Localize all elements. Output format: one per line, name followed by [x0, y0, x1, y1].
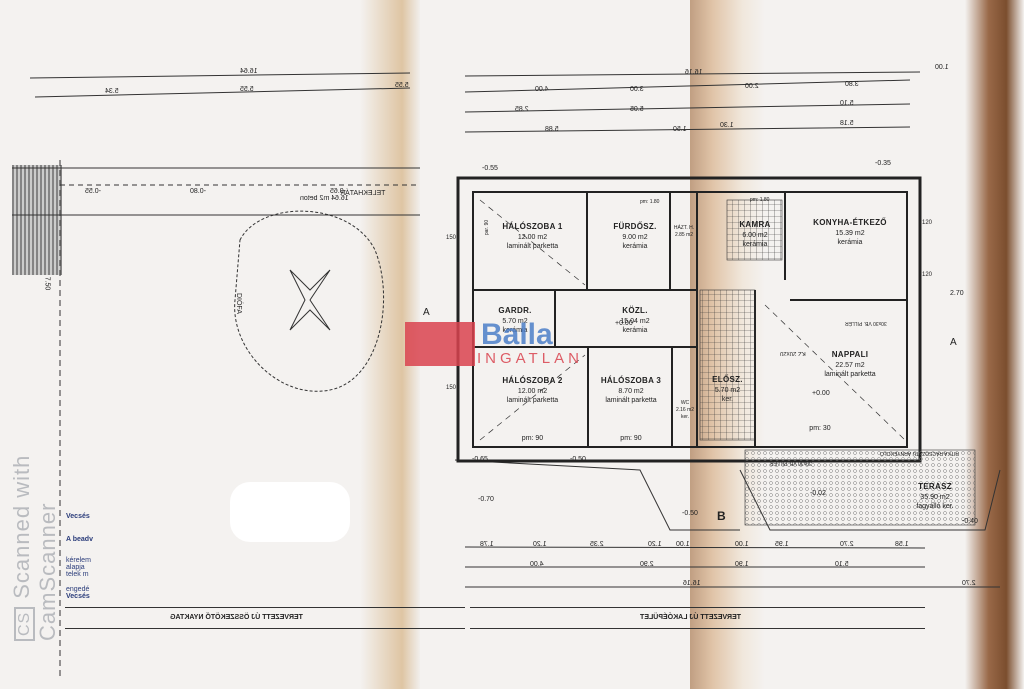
room-haztartasi: HÁZT. H.2.85 m2 [673, 225, 695, 238]
dim: 5.55 [395, 82, 409, 89]
dim: 1.50 [673, 126, 687, 133]
dim: 5.18 [840, 120, 854, 127]
dim-top-total-right: 16.16 [685, 69, 703, 76]
level-mark: -0.40 [962, 518, 978, 525]
dim: 5.10 [840, 100, 854, 107]
label-shading: RITKA RÁCSOZATÚ ÁRNYÉKOLÓ [880, 450, 959, 456]
level-mark: -0.50 [682, 510, 698, 517]
level-mark: -0.55 [482, 165, 498, 172]
level-mark: -0.70 [478, 496, 494, 503]
dimension-lines [29, 71, 1000, 680]
level-mark: -0.65 [472, 456, 488, 463]
label-paving: 16.64 m2 beton [300, 195, 349, 202]
dim: 2.70 [840, 541, 854, 548]
room-furdo-note: pm: 1.80 [640, 199, 660, 205]
section-marker-a-right: A [950, 337, 957, 348]
band-nyaktag [65, 607, 465, 629]
dim: 5.34 [105, 88, 119, 95]
dim: 1.00 [935, 64, 949, 71]
dim: 2.35 [590, 541, 604, 548]
dim: 4.00 [530, 561, 544, 568]
dim-bottom-right: 2.70 [962, 580, 976, 587]
dim-side: 7.50 [43, 276, 51, 291]
dim-side: 2.70 [950, 290, 964, 297]
dim: 1.90 [735, 561, 749, 568]
band-label-nyaktag: TERVEZETT ÚJ ÖSSZEKÖTŐ NYAKTAG [170, 614, 303, 621]
room-kamra-note: pm: 1.80 [750, 197, 770, 203]
dim: 1.30 [720, 122, 734, 129]
dim-side: 150 [446, 385, 457, 391]
dim-side: 150 [446, 235, 457, 241]
dim-side: 120 [922, 272, 933, 278]
section-marker-b: B [717, 509, 726, 523]
side-notes: Vecsés A beadv kérelem alapja telek m en… [66, 513, 93, 600]
dim: 3.00 [630, 86, 644, 93]
balla-ingatlan-logo: Balla INGATLAN [405, 318, 623, 368]
dim-bottom-total: 16.16 [683, 580, 701, 587]
level-mark: -0.80 [190, 188, 206, 195]
level-mark: -0.35 [875, 160, 891, 167]
dim: 5.55 [240, 86, 254, 93]
label-diofa: DIÓFA [235, 292, 243, 315]
dim: 1.00 [676, 541, 690, 548]
dim: 3.80 [845, 81, 859, 88]
dim: 1.95 [775, 541, 789, 548]
tile-hatching [699, 199, 976, 526]
dim: 2.00 [745, 83, 759, 90]
level-mark: -0.02 [810, 490, 826, 497]
section-marker-a-left: A [423, 307, 430, 318]
walls [456, 176, 922, 463]
label-kz: KZ 20x20 [780, 350, 806, 356]
dim: 1.20 [648, 541, 662, 548]
dim: 1.58 [895, 541, 909, 548]
dim: 2.90 [640, 561, 654, 568]
house-icon [405, 322, 475, 366]
dim: 1.78 [480, 541, 494, 548]
band-label-lakoepulet: TERVEZETT ÚJ LAKÓÉPÜLET [640, 614, 741, 621]
level-zero-1: +0.00 [615, 320, 633, 327]
dim-top-total-left: 16.64 [240, 68, 258, 75]
camscanner-watermark: CSScanned with CamScanner [9, 454, 60, 641]
level-mark: -0.65 [330, 188, 346, 195]
band-lakoepulet [470, 607, 925, 629]
dim: 4.00 [535, 86, 549, 93]
dim: 1.20 [533, 541, 547, 548]
room-halo1-note: par. 90 [484, 219, 491, 236]
dim: 5.10 [835, 561, 849, 568]
label-pillar-2: 30x30 VB. PILLÉR [845, 320, 887, 326]
level-mark: -0.50 [570, 456, 586, 463]
dim: 5.05 [630, 106, 644, 113]
label-pillar: 30x30 VB. PILLÉR [770, 460, 812, 466]
camscanner-badge: CS [14, 606, 35, 641]
dim: 2.85 [515, 106, 529, 113]
room-diagonals [479, 199, 906, 441]
dim-side: 120 [922, 220, 933, 226]
dim: 5.88 [545, 126, 559, 133]
level-mark: -0.55 [85, 188, 101, 195]
dim: 1.00 [735, 541, 749, 548]
level-zero-2: +0.00 [812, 390, 830, 397]
